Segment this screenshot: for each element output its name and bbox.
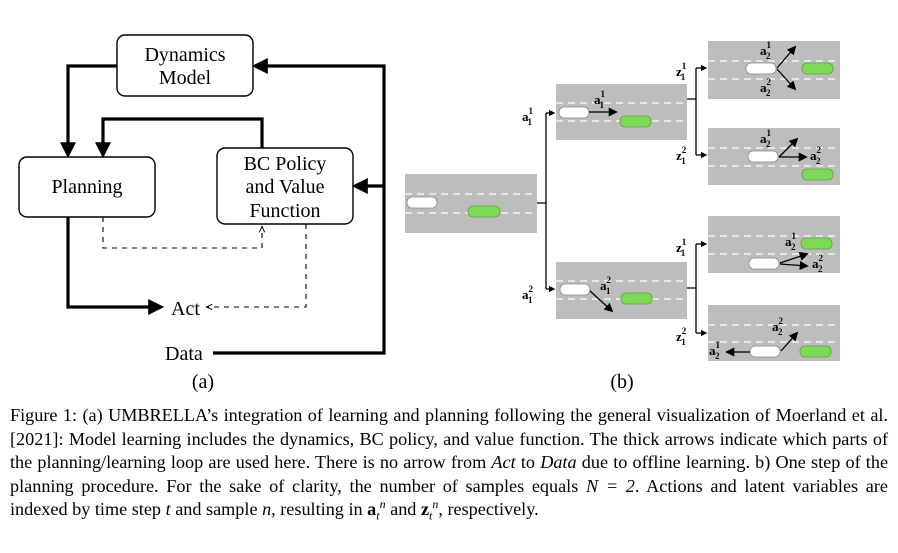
bc-policy-line-1: BC Policy [244, 153, 327, 175]
panel-a: Dynamics Model Planning BC Policy and Va… [18, 34, 386, 393]
bc-policy-line-3: Function [249, 200, 320, 222]
act-label: Act [171, 298, 200, 320]
caption-figure-label: Figure 1: [10, 405, 78, 425]
caption-and: and [390, 499, 417, 519]
dashed-policy-to-act [207, 224, 307, 307]
arrow-dynamics-to-planning [60, 64, 117, 159]
arrow-data-loop [213, 58, 386, 355]
ego-car [406, 196, 438, 209]
caption-a-symbol: atn [367, 496, 386, 523]
road-root [405, 174, 537, 233]
dashed-planning-to-policy [102, 217, 262, 249]
figure-1: Dynamics Model Planning BC Policy and Va… [18, 34, 840, 393]
panel-a-label: (a) [192, 371, 214, 393]
panel-b-label: (b) [610, 371, 633, 393]
caption-part-3: . Actions and latent variables are index… [10, 475, 889, 520]
road-b2 [556, 262, 687, 319]
road-b11 [708, 41, 840, 99]
caption-to: to [520, 452, 535, 472]
tree-connectors [537, 64, 708, 337]
figure-caption: Figure 1: (a) UMBRELLA’s integration of … [10, 404, 888, 522]
road-b1 [556, 84, 687, 140]
caption-act: Act [491, 452, 516, 472]
dynamics-model-line-1: Dynamics [144, 44, 225, 66]
dynamics-model-line-2: Model [159, 67, 212, 89]
other-car [467, 205, 501, 218]
caption-t: t [165, 499, 171, 519]
data-label: Data [165, 343, 203, 365]
arrow-policy-to-planning [95, 117, 264, 159]
caption-part-5: , resulting in [271, 499, 363, 519]
bc-policy-line-2: and Value [245, 176, 324, 198]
caption-n-equals: N = 2 [586, 475, 635, 496]
road-b21 [708, 216, 840, 273]
caption-data: Data [540, 452, 577, 472]
caption-part-2: due to offline learning. b) One step of … [10, 452, 889, 496]
arrow-planning-to-act [66, 217, 165, 315]
caption-part-4: and sample [175, 499, 258, 519]
road-b22 [708, 305, 840, 361]
caption-n: n [262, 499, 272, 519]
caption-z-symbol: ztn [420, 496, 439, 523]
caption-part-6: , respectively. [438, 499, 539, 519]
planning-label: Planning [51, 176, 122, 198]
caption-part-1: (a) UMBRELLA’s integration of learning a… [10, 405, 888, 472]
road-b12 [708, 128, 840, 185]
planning-box [18, 156, 156, 218]
